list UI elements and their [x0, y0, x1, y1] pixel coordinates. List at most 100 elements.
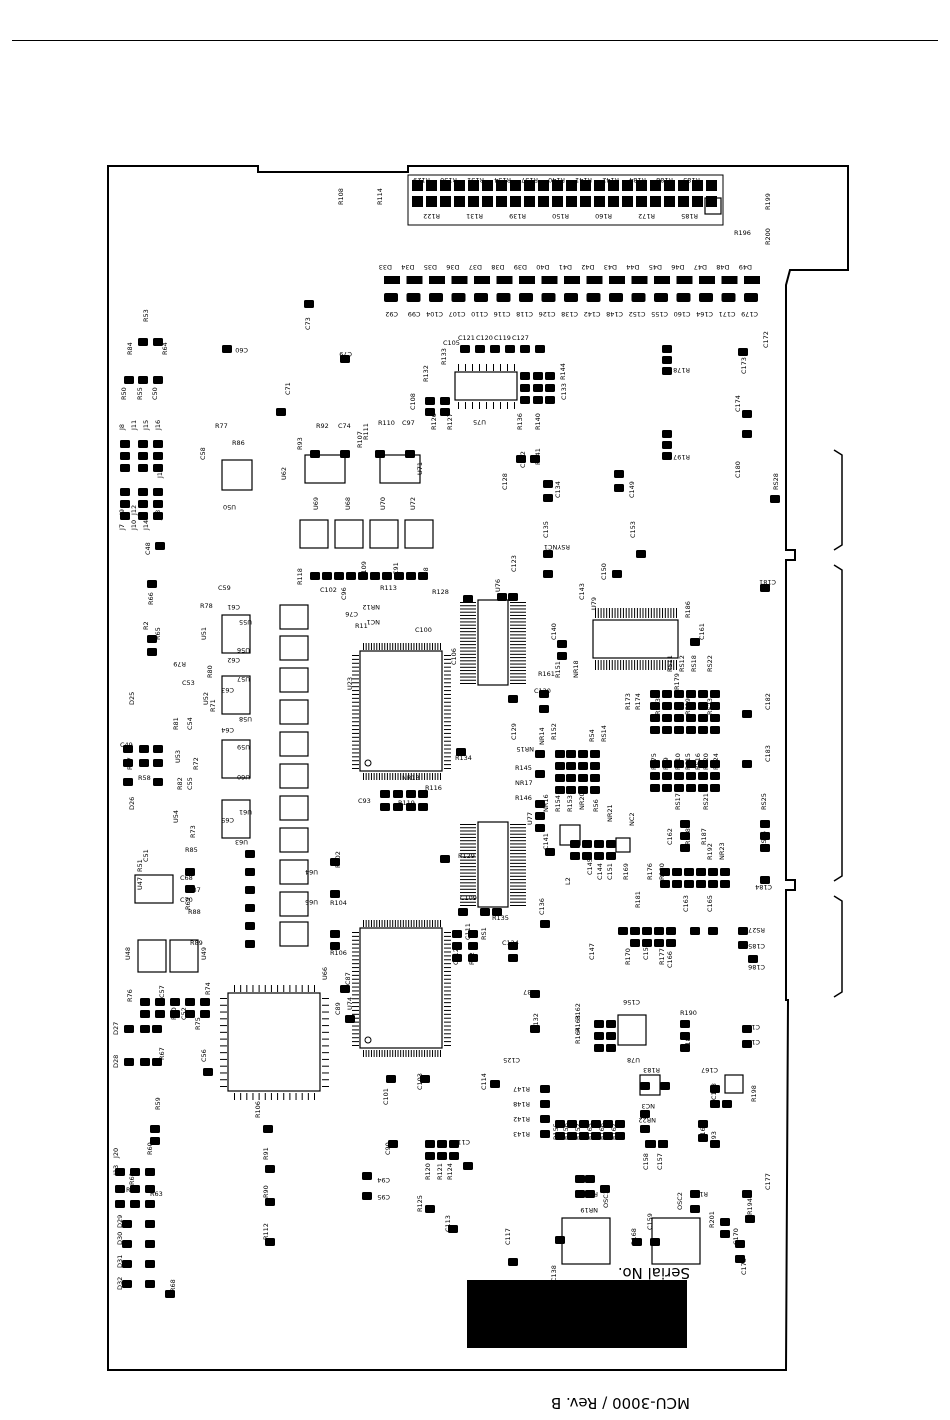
ic-pin: [402, 920, 404, 927]
component-label: R119: [398, 799, 415, 807]
ic-pin: [510, 653, 526, 655]
ic-pin: [460, 666, 476, 668]
smd-part: [760, 820, 770, 828]
ic-outline: [279, 859, 309, 885]
smd-part: [393, 803, 403, 811]
component-label: C135: [542, 521, 550, 538]
ic-pin: [384, 773, 386, 780]
ic-pin: [389, 643, 391, 650]
smd-part: [662, 430, 672, 438]
ic-pin: [444, 1006, 451, 1008]
component-label: R197: [673, 453, 690, 461]
smd-part: [662, 367, 672, 375]
ic-pin: [617, 660, 619, 670]
smd-part: [658, 1140, 668, 1148]
smd-part: [245, 904, 255, 912]
ic-outline: [134, 874, 174, 904]
ic-pin: [246, 985, 248, 992]
component-label: R88: [188, 908, 201, 916]
component-label: U51: [200, 627, 208, 640]
smd-part: [575, 1175, 585, 1183]
component-label: C94: [377, 1176, 390, 1184]
ic-pin: [373, 920, 375, 927]
ic-pin: [444, 655, 451, 656]
ic-pin: [614, 660, 616, 670]
smd-part: [708, 868, 718, 876]
component-label: D30: [116, 1232, 124, 1245]
smd-part: [745, 1215, 755, 1223]
component-label: C145: [586, 858, 594, 875]
ic-pin: [444, 978, 451, 980]
ic-outline: [279, 731, 309, 757]
smd-part: [662, 690, 672, 698]
ic-pin: [392, 773, 394, 780]
component-label: C111: [464, 923, 472, 940]
smd-part: [698, 1120, 708, 1128]
component-label: C55: [186, 777, 194, 790]
ic-pin: [444, 959, 451, 961]
ic-pin: [460, 627, 476, 629]
component-label: R80: [206, 665, 214, 678]
ic-pin: [389, 920, 391, 927]
component-label: RS11: [666, 655, 674, 672]
smd-part: [686, 772, 696, 780]
component-label: C113: [444, 1215, 452, 1232]
ic-pin: [394, 1050, 396, 1057]
smd-part: [585, 1175, 595, 1183]
component-label: C73: [304, 317, 312, 330]
ic-outline: [559, 824, 581, 846]
smd-part: [138, 452, 148, 460]
smd-part: [540, 1130, 550, 1138]
ic-outline: [279, 667, 309, 693]
component-label: R118: [296, 568, 304, 585]
ic-pin: [424, 1050, 426, 1057]
smd-part: [600, 1185, 610, 1193]
ic-pin: [510, 882, 526, 884]
ic-pin: [639, 660, 641, 670]
ic-pin: [510, 895, 526, 897]
smd-part: [660, 868, 670, 876]
component-label: C58: [199, 447, 207, 460]
ic-pin: [426, 773, 428, 780]
ic-outline: [221, 614, 251, 654]
smd-part: [660, 880, 670, 888]
ic-pin: [444, 1002, 451, 1004]
component-label: R79: [173, 660, 186, 668]
smd-part: [606, 852, 616, 860]
smd-part: [615, 1120, 625, 1128]
header-label-top: R130: [440, 176, 457, 184]
header-pad: [468, 196, 479, 207]
ic-pin: [376, 1050, 378, 1057]
capacitor: [654, 293, 668, 302]
component-label: C96: [340, 587, 348, 600]
ic-pin: [486, 364, 487, 371]
component-label: U58: [239, 715, 252, 723]
smd-part: [122, 1240, 132, 1248]
component-label: NR21: [606, 804, 614, 822]
component-label: J11: [130, 420, 138, 431]
smd-part: [674, 772, 684, 780]
diode: [496, 276, 513, 284]
component-label: J20: [112, 1148, 120, 1159]
ic-pin: [376, 773, 378, 780]
ic-pin: [416, 920, 418, 927]
component-label: R108: [337, 188, 345, 205]
diode-label: D48: [716, 263, 729, 271]
smd-part: [662, 772, 672, 780]
capacitor: [699, 293, 713, 302]
smd-part: [674, 760, 684, 768]
component-label: C91: [392, 562, 400, 575]
smd-part: [200, 998, 210, 1006]
ic-pin: [352, 978, 359, 980]
smd-part: [150, 1137, 160, 1145]
ic-pin: [352, 1033, 359, 1035]
diode: [586, 276, 603, 284]
component-label: C76: [345, 610, 358, 618]
smd-part: [650, 772, 660, 780]
ic-pin: [402, 643, 404, 650]
smd-part: [425, 1140, 435, 1148]
capacitor: [631, 293, 646, 302]
component-label: RS10: [674, 753, 682, 770]
ic-pin: [322, 1058, 329, 1060]
diode-label: D43: [604, 263, 617, 271]
